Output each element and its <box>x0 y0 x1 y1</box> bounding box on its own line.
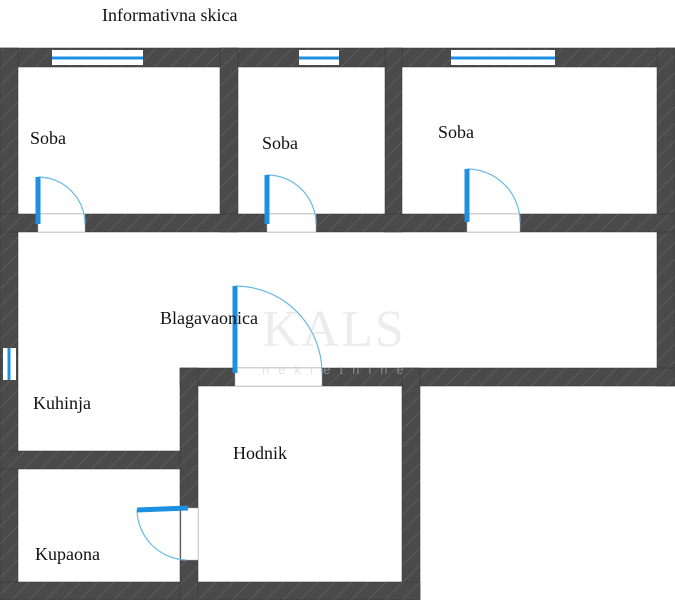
room-label-soba-2: Soba <box>262 133 298 153</box>
watermark-subtitle: nekretnine <box>262 362 413 377</box>
watermark-logo: KALS <box>262 301 406 358</box>
room-label-kupaona: Kupaona <box>35 544 100 564</box>
walls <box>0 47 675 600</box>
doors <box>35 168 521 561</box>
room-label-soba-3: Soba <box>438 122 474 142</box>
windows <box>3 50 555 380</box>
room-label-soba-1: Soba <box>30 128 66 148</box>
room-label-kuhinja: Kuhinja <box>33 393 91 413</box>
room-label-blagavaonica: Blagavaonica <box>160 308 258 328</box>
room-label-hodnik: Hodnik <box>233 443 287 463</box>
page-title: Informativna skica <box>102 5 238 25</box>
